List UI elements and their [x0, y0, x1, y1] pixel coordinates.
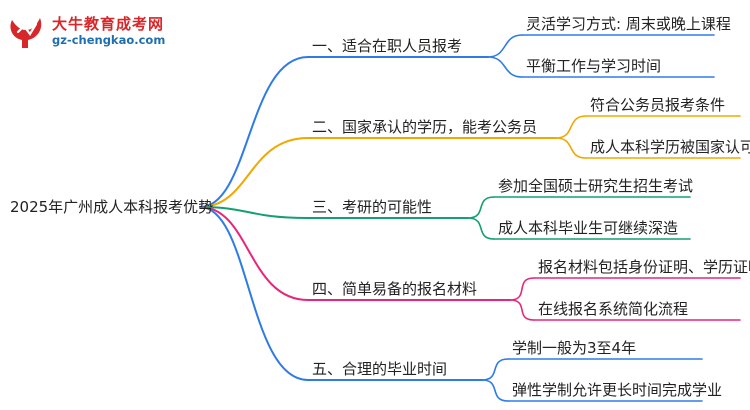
link-branch-2-leaf-2 [555, 137, 587, 159]
link-branch-1-leaf-2 [487, 56, 523, 78]
link-branch-5-leaf-2 [481, 379, 509, 402]
leaf-1-2: 平衡工作与学习时间 [526, 57, 662, 75]
branch-1: 一、适合在职人员报考 [312, 37, 463, 55]
leaf-3-1: 参加全国硕士研究生招生考试 [498, 177, 694, 195]
link-root-branch-1 [199, 56, 309, 208]
leaf-2-1: 符合公务员报考条件 [590, 96, 726, 114]
branch-4: 四、简单易备的报名材料 [312, 280, 478, 298]
bull-horn-logo-icon [10, 18, 42, 48]
leaf-5-1: 学制一般为3至4年 [512, 339, 637, 357]
link-root-branch-2 [199, 137, 309, 208]
leaf-4-1: 报名材料包括身份证明、学历证明 [538, 258, 750, 276]
branch-5: 五、合理的毕业时间 [312, 360, 448, 378]
link-branch-4-leaf-1 [509, 277, 535, 301]
link-branch-4-leaf-2 [509, 299, 535, 321]
logo-title: 大牛教育成考网 [52, 15, 165, 33]
link-root-branch-4 [199, 206, 309, 301]
branch-2: 二、国家承认的学历，能考公务员 [312, 118, 538, 136]
logo-url: gz-chengkao.com [52, 33, 166, 47]
link-branch-3-leaf-1 [467, 196, 495, 219]
site-logo[interactable]: 大牛教育成考网 gz-chengkao.com [6, 12, 196, 52]
link-branch-3-leaf-2 [467, 217, 495, 240]
link-root-branch-3 [199, 206, 309, 219]
link-branch-1-leaf-1 [487, 34, 523, 58]
leaf-1-1: 灵活学习方式: 周末或晚上课程 [526, 15, 731, 33]
leaf-2-2: 成人本科学历被国家认可 [590, 138, 750, 156]
branch-3: 三、考研的可能性 [312, 198, 433, 216]
leaf-4-2: 在线报名系统简化流程 [538, 300, 689, 318]
link-branch-2-leaf-1 [555, 115, 587, 139]
leaf-3-2: 成人本科毕业生可继续深造 [498, 219, 679, 237]
root-topic: 2025年广州成人本科报考优势 [10, 198, 214, 216]
leaf-5-2: 弹性学制允许更长时间完成学业 [512, 381, 723, 399]
link-root-branch-5 [199, 206, 309, 381]
link-branch-5-leaf-1 [481, 358, 509, 381]
